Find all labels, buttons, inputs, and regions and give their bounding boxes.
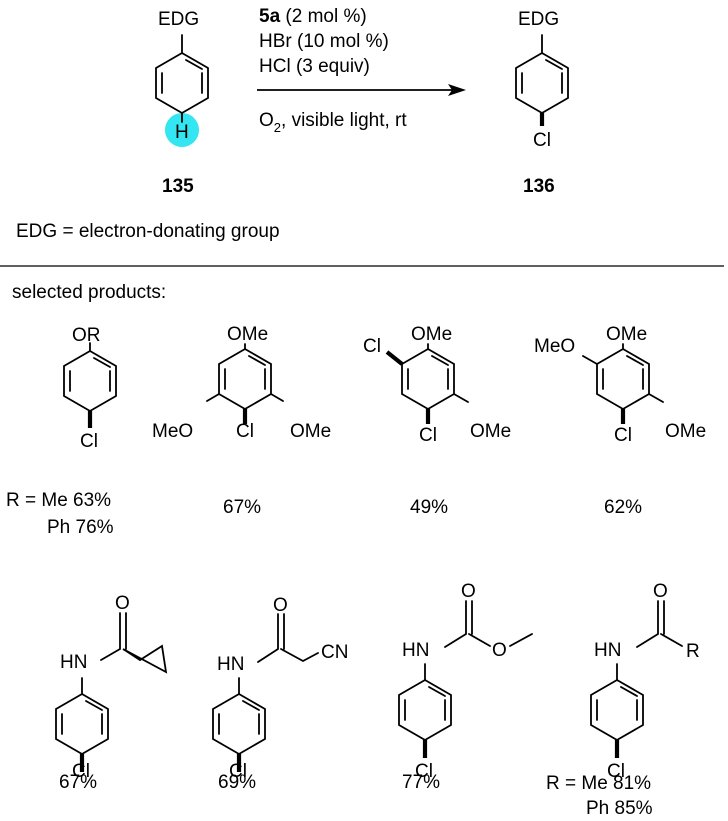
o2-o: O <box>259 110 274 131</box>
reaction-conditions: 5a (2 mol %) HBr (10 mol %) HCl (3 equiv… <box>257 6 466 135</box>
product-ring-inner <box>521 59 563 94</box>
r1p3-yield: 49% <box>410 497 448 518</box>
r1p4-yield: 62% <box>604 497 642 518</box>
reaction-arrow-head <box>448 84 466 96</box>
r1p2-yield: 67% <box>223 497 261 518</box>
selected-products-title: selected products: <box>12 282 166 303</box>
product-edg-label: EDG <box>518 9 559 30</box>
r1p2-left-label: MeO <box>152 421 193 442</box>
r2p4-hn-label: HN <box>594 640 621 661</box>
r2p2-cn-label: CN <box>321 642 348 663</box>
conditions-below-rest: , visible light, rt <box>281 110 407 131</box>
r2p2-o-label: O <box>273 595 288 616</box>
r1p3-ring <box>401 343 469 411</box>
reactant-h-label: H <box>175 122 189 143</box>
r2p3-carbamate <box>424 600 533 681</box>
r1p2-ring <box>206 343 284 411</box>
catalyst-rest: (2 mol %) <box>280 6 367 27</box>
r2p3-yield: 77% <box>402 772 440 793</box>
product-cl-label: Cl <box>533 130 551 151</box>
r2p1-hn-label: HN <box>60 652 87 673</box>
r2p4-r-label: R <box>686 641 700 662</box>
r2p4-yield-line1: R = Me 81% <box>546 773 651 794</box>
r2p3-ring <box>398 678 452 742</box>
product-136: EDG Cl 136 <box>515 9 569 197</box>
r1p3-cl-label: Cl <box>419 425 437 446</box>
r2p2-cl-label: Cl <box>229 761 247 782</box>
r1p3-right-label: OMe <box>470 421 511 442</box>
row2-product-4: O HN R ClR = Me 81% Ph 85% <box>546 581 700 819</box>
row1-product-1: OR Cl R = Me 63% Ph 76% <box>6 325 117 538</box>
row1-product-4: OMe MeO OMe Cl 62% <box>534 324 706 518</box>
product-ring <box>515 34 569 115</box>
r2p4-ring <box>590 678 644 742</box>
r1p3-top-label: OMe <box>411 324 452 345</box>
r2p1-amide <box>100 612 168 674</box>
h-highlight-circle <box>165 113 199 147</box>
r1p4-right-label: OMe <box>665 421 706 442</box>
row1-product-3: OMe Cl OMe Cl 49% <box>363 324 511 518</box>
r2p1-o-label: O <box>115 593 130 614</box>
r1p2-right-label: OMe <box>290 421 331 442</box>
r2p4-cl-label: Cl <box>607 761 625 782</box>
reactant-ring-inner <box>161 59 203 94</box>
r2p2-ring <box>212 692 266 756</box>
edg-legend: EDG = electron-donating group <box>16 221 280 242</box>
o2-subscript: 2 <box>274 120 281 135</box>
r2p3-cl-label: Cl <box>415 761 433 782</box>
r2p4-o-label: O <box>653 581 668 602</box>
r1p2-top-label: OMe <box>227 324 268 345</box>
product-number: 136 <box>523 176 555 197</box>
r2p1-yield: 67% <box>59 772 97 793</box>
r2p4-amide <box>616 600 683 681</box>
r2p3-o1-label: O <box>461 581 476 602</box>
row2-product-1: O HN Cl 67% <box>55 593 168 793</box>
r1p4-cl-label: Cl <box>614 425 632 446</box>
r1p1-yield-line2: Ph 76% <box>47 517 114 538</box>
r1p4-left-label: MeO <box>534 336 575 357</box>
reactant-135: EDG H 135 <box>155 9 209 197</box>
r2p1-cl-label: Cl <box>72 761 90 782</box>
r2p3-hn-label: HN <box>402 640 429 661</box>
r1p1-cl-label: Cl <box>80 431 98 452</box>
conditions-below: O2, visible light, rt <box>259 110 407 135</box>
r1p3-c-cl-bond-left <box>385 350 404 366</box>
conditions-line2: HBr (10 mol %) <box>259 31 389 52</box>
reactant-edg-label: EDG <box>158 9 199 30</box>
r2p1-ring <box>55 677 109 756</box>
conditions-line1: 5a (2 mol %) <box>259 6 367 27</box>
conditions-line3: HCl (3 equiv) <box>259 56 370 77</box>
r2p2-amide <box>238 613 319 695</box>
r1p3-cl-left-label: Cl <box>363 336 381 357</box>
r1p4-ring <box>582 343 664 411</box>
row1-product-2: OMe MeO OMe Cl 67% <box>152 324 331 518</box>
r2p2-hn-label: HN <box>217 654 244 675</box>
r1p1-ring <box>63 342 117 413</box>
r2p4-yield-line2: Ph 85% <box>586 798 653 819</box>
r1p1-yield-line1: R = Me 63% <box>6 490 111 511</box>
reactant-number: 135 <box>162 176 194 197</box>
reactant-ring <box>155 34 209 123</box>
r2p3-o2-label: O <box>492 640 507 661</box>
r2p2-yield: 69% <box>218 772 256 793</box>
catalyst-bold: 5a <box>259 6 281 27</box>
r1p2-cl-label: Cl <box>236 421 254 442</box>
r1p1-top-label: OR <box>72 325 101 346</box>
r1p4-top-label: OMe <box>606 324 647 345</box>
